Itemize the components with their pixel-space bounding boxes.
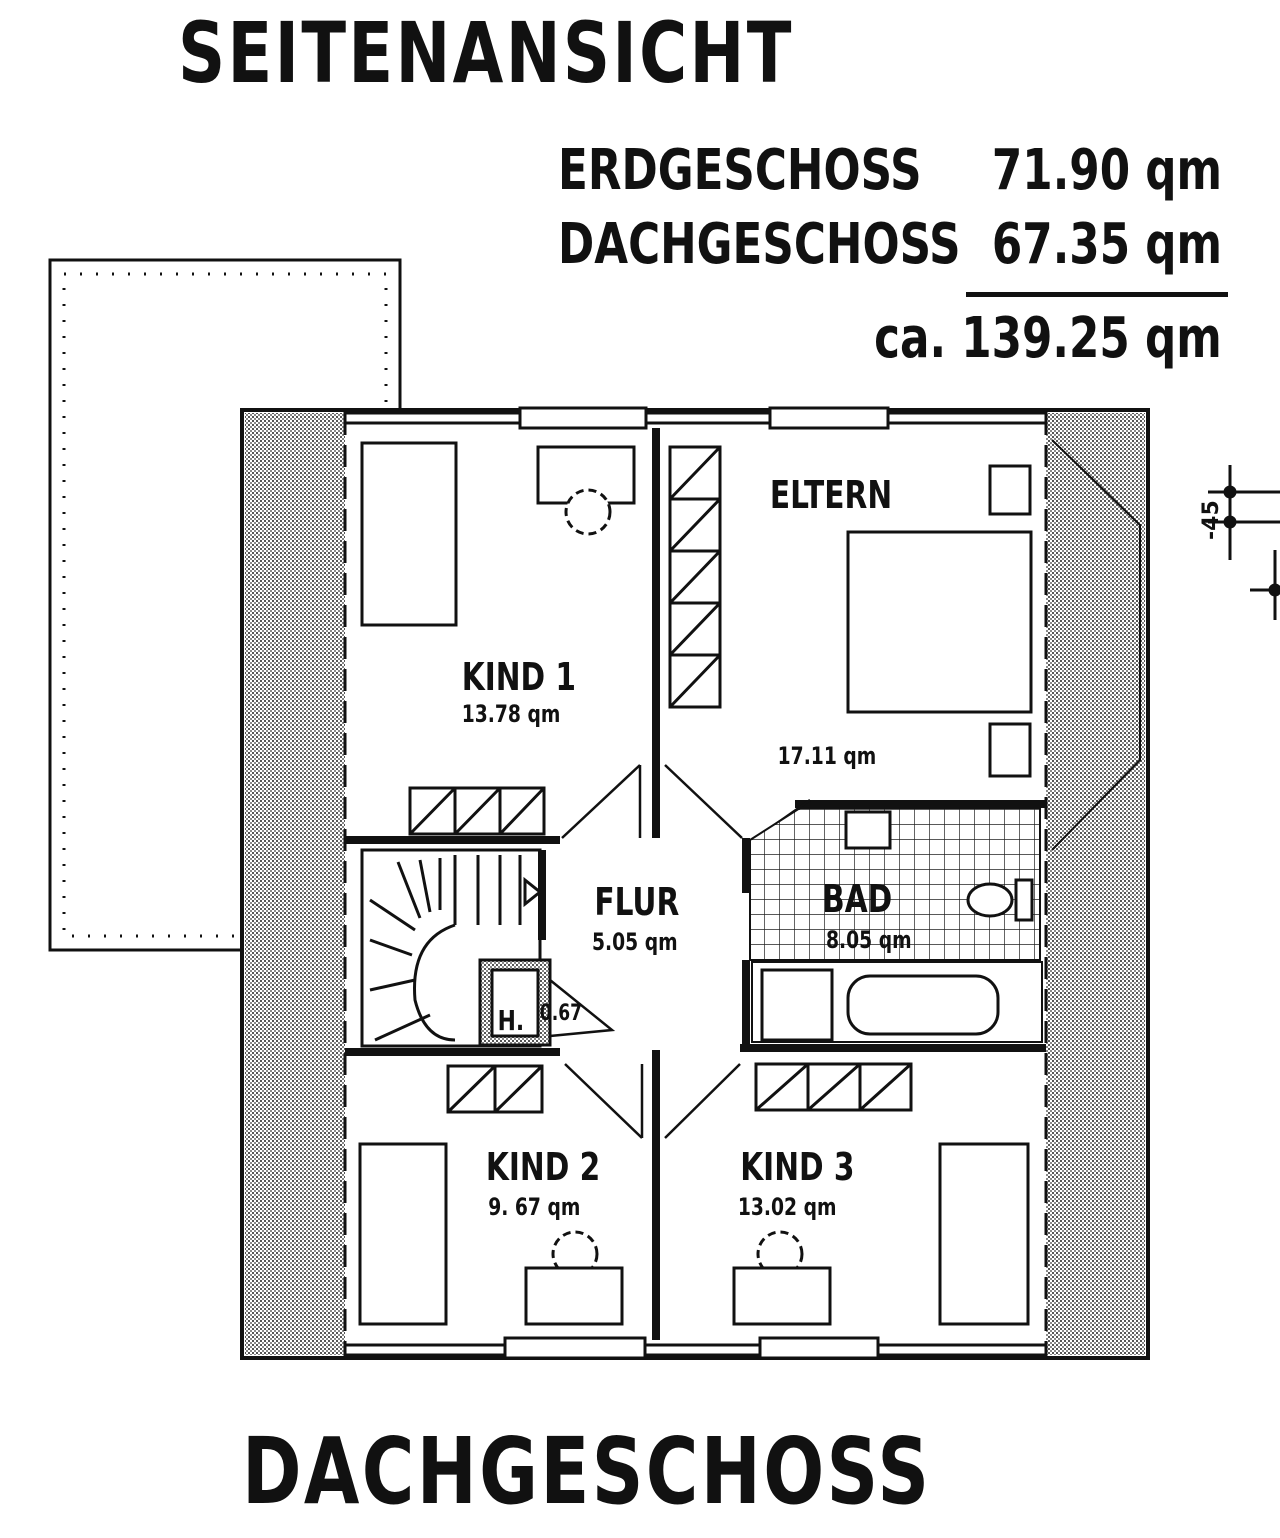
floor-title: DACHGESCHOSS bbox=[242, 1418, 932, 1525]
sum-line bbox=[966, 292, 1228, 297]
side-view-title: SEITENANSICHT bbox=[178, 4, 794, 102]
area-value-erdgeschoss: 71.90 qm bbox=[991, 138, 1222, 203]
area-label-erdgeschoss: ERDGESCHOSS bbox=[558, 138, 922, 203]
room-name-flur: FLUR bbox=[594, 880, 679, 925]
area-label-dachgeschoss: DACHGESCHOSS bbox=[558, 212, 961, 277]
dimension-label: -45 bbox=[1199, 500, 1224, 540]
interior-walls bbox=[345, 428, 1046, 1340]
area-value-dachgeschoss: 67.35 qm bbox=[991, 212, 1222, 277]
dimension-mark bbox=[1208, 465, 1280, 620]
room-area-hwr: 0.67 bbox=[540, 1000, 582, 1026]
room-name-hwr: H. bbox=[498, 1004, 525, 1036]
room-area-kind3: 13.02 qm bbox=[738, 1194, 837, 1222]
hwr-room bbox=[478, 958, 552, 1047]
furniture bbox=[358, 441, 1033, 1326]
room-area-eltern: 17.11 qm bbox=[778, 743, 877, 771]
room-name-bad: BAD bbox=[822, 877, 892, 922]
room-name-eltern: ELTERN bbox=[770, 473, 892, 518]
staircase bbox=[360, 848, 543, 1048]
room-name-kind2: KIND 2 bbox=[486, 1145, 600, 1190]
room-area-kind1: 13.78 qm bbox=[462, 701, 561, 729]
room-area-bad: 8.05 qm bbox=[826, 927, 912, 955]
room-name-kind3: KIND 3 bbox=[740, 1145, 854, 1190]
windows bbox=[503, 406, 890, 1360]
bathroom bbox=[749, 807, 1043, 1043]
room-name-kind1: KIND 1 bbox=[462, 655, 576, 700]
area-total: ca. 139.25 qm bbox=[874, 306, 1222, 371]
room-area-kind2: 9. 67 qm bbox=[488, 1194, 580, 1222]
room-area-flur: 5.05 qm bbox=[592, 929, 678, 957]
